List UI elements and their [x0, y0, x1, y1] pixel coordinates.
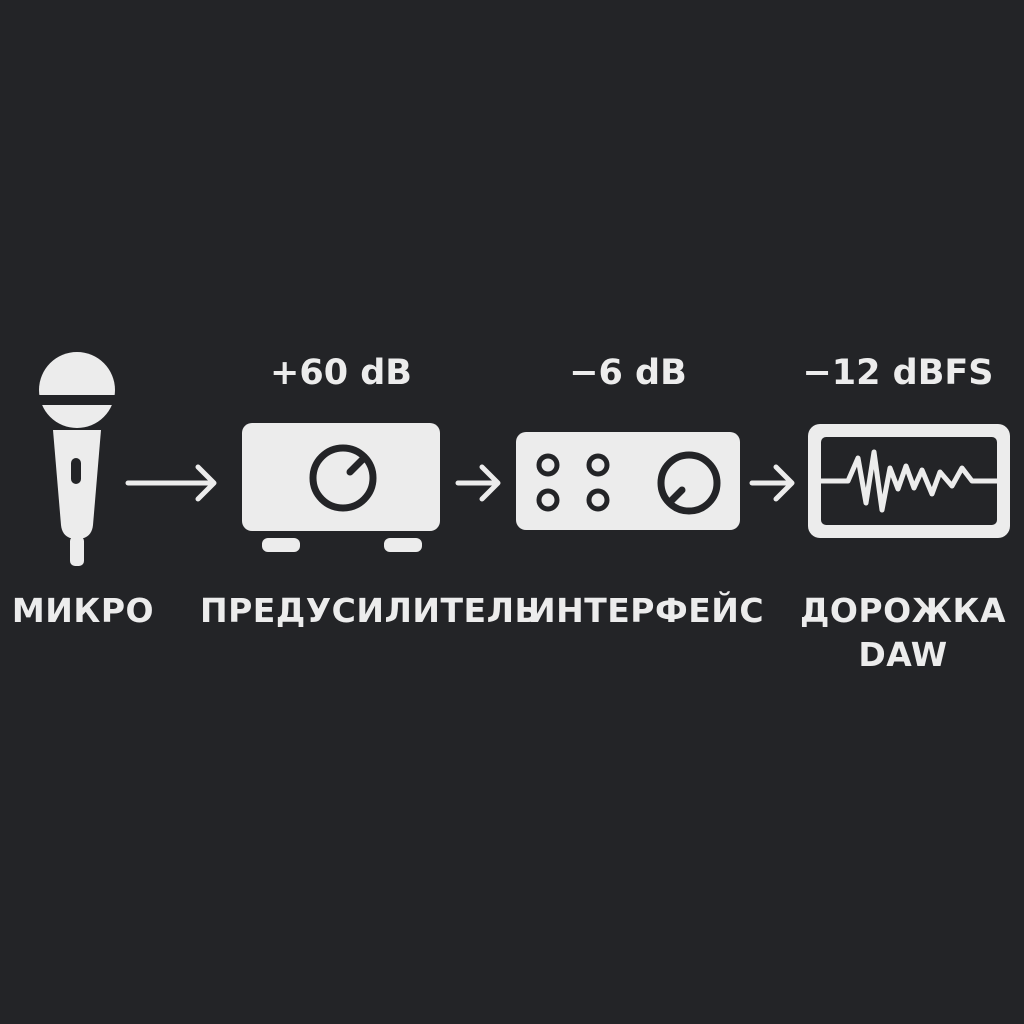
daw-track-label: ДОРОЖКА — [799, 591, 1007, 630]
preamp-gain-label: +60 dB — [270, 353, 412, 393]
audio-interface-icon — [516, 432, 740, 530]
interface-label: ИНТЕРФЕЙС — [528, 591, 765, 630]
preamp-icon — [242, 423, 440, 552]
daw-track-icon — [808, 424, 1010, 538]
daw-level-label: −12 dBFS — [802, 353, 994, 393]
interface-level-label: −6 dB — [569, 353, 687, 393]
preamp-label: ПРЕДУСИЛИТЕЛЬ — [200, 591, 541, 630]
microphone-icon — [36, 352, 118, 566]
arrow-right-icon — [455, 464, 501, 502]
microphone-label: МИКРО — [11, 591, 155, 630]
arrow-right-icon — [749, 464, 795, 502]
arrow-right-icon — [125, 464, 217, 502]
daw-track-label-line2: DAW — [858, 635, 948, 674]
